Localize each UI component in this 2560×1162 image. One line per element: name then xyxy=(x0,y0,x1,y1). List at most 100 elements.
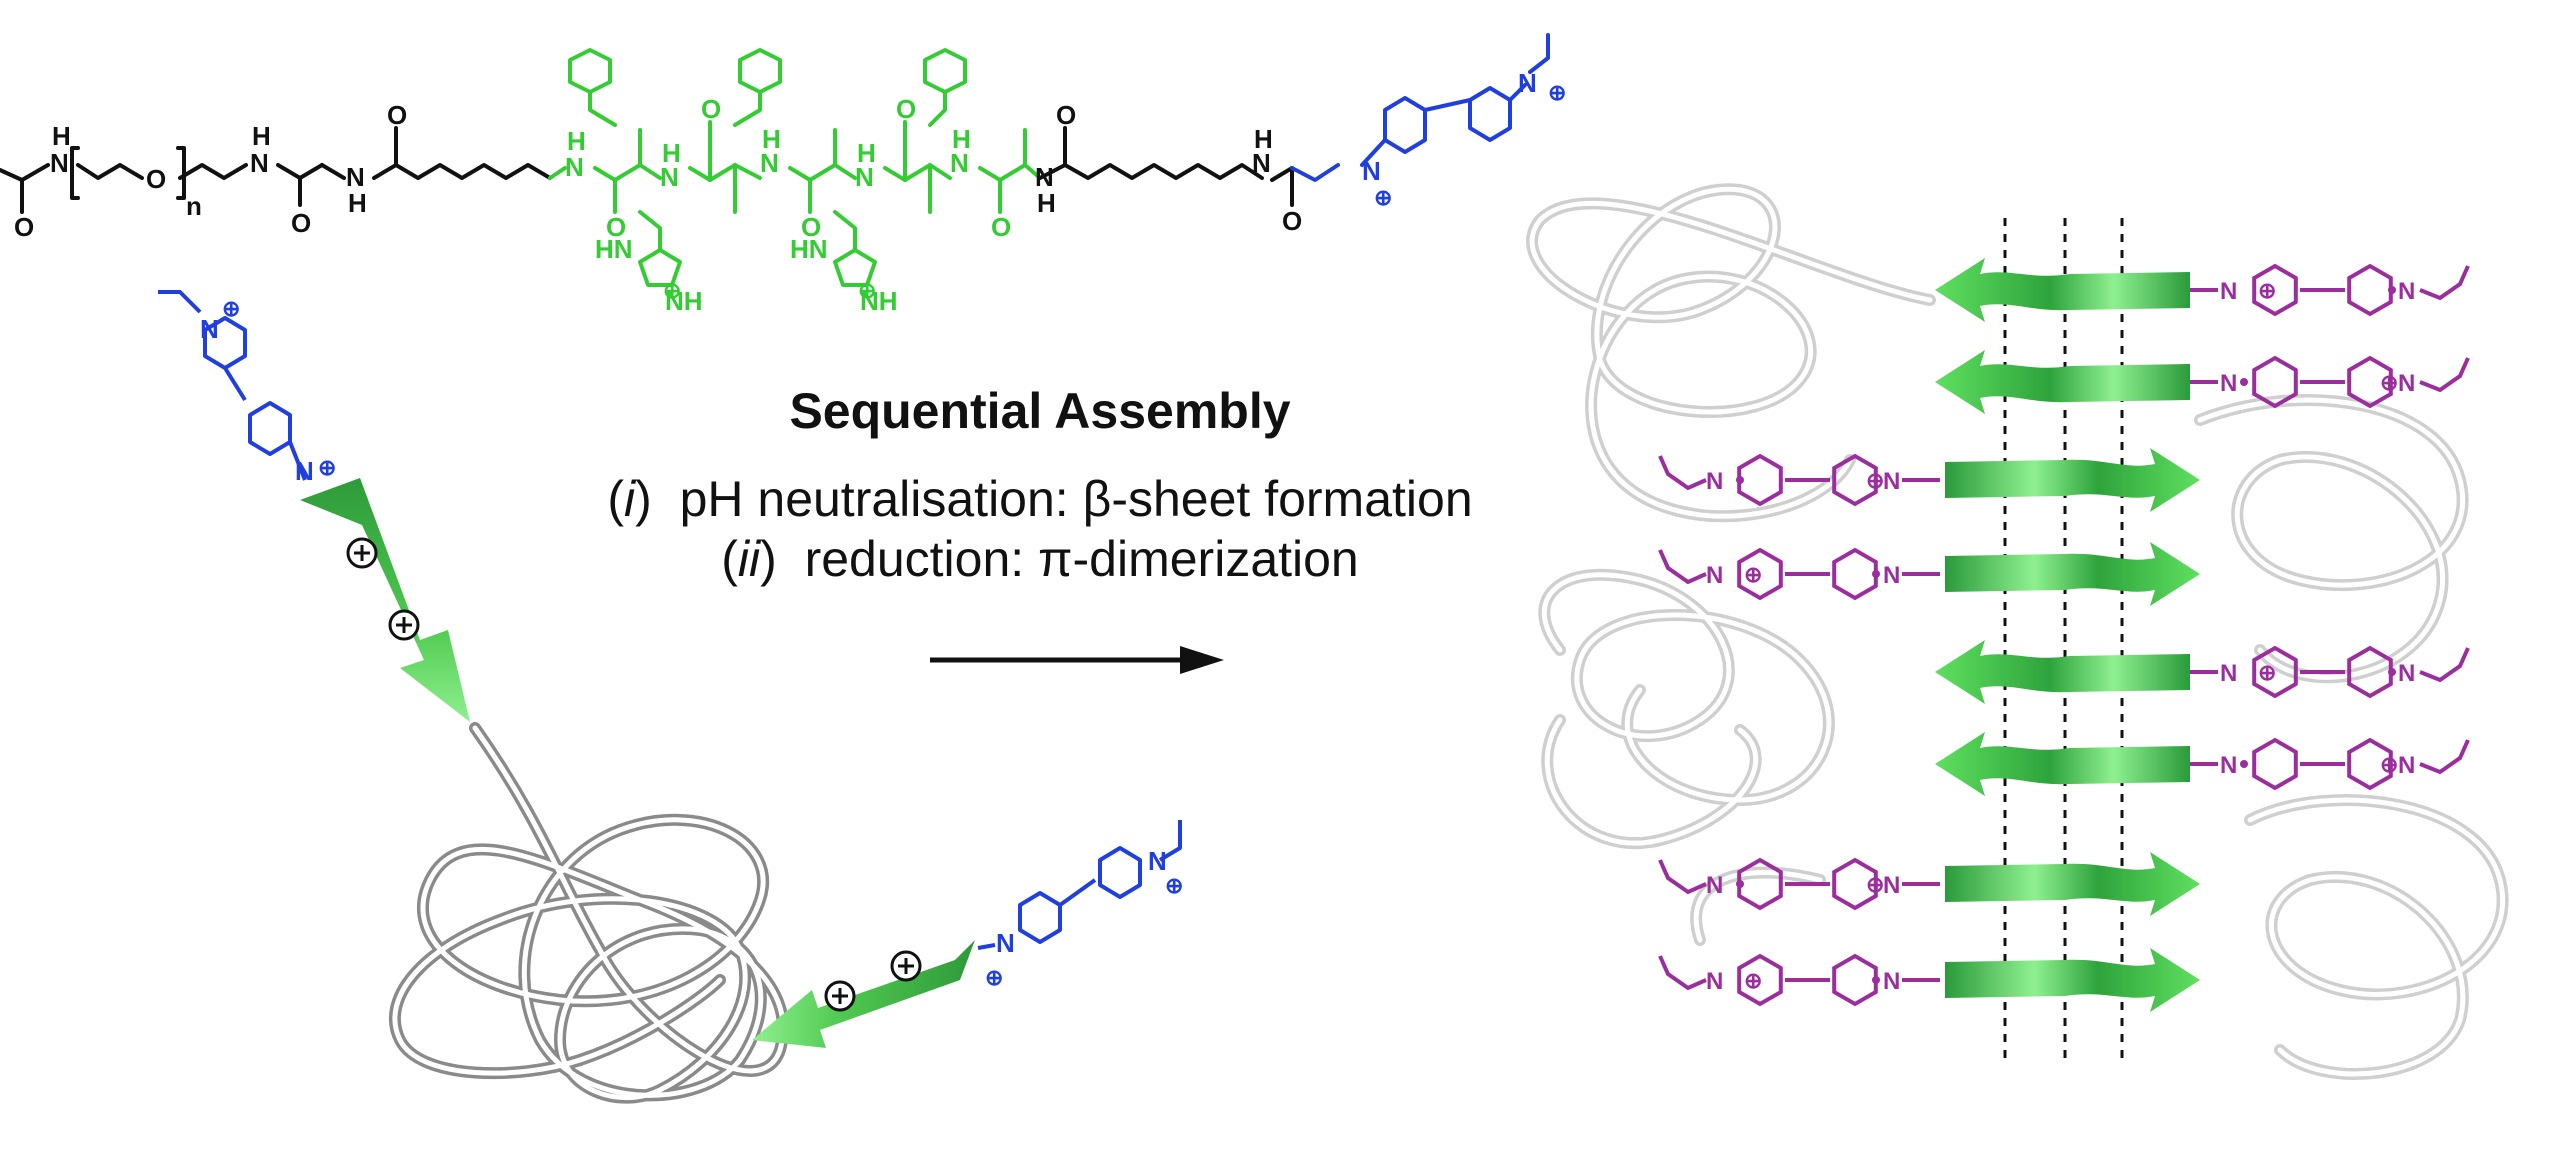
atom-o: O xyxy=(701,94,721,124)
pyridinium-ring xyxy=(2252,355,2298,409)
atom-hn: HN xyxy=(595,234,633,264)
atom-n: N xyxy=(1883,468,1900,495)
polymer-coil-icon xyxy=(389,722,790,1104)
atom-o: O xyxy=(991,212,1011,242)
atom-n: N xyxy=(1883,562,1900,589)
charge-plus-icon: ⊕ xyxy=(2258,278,2276,303)
radical-dot xyxy=(1872,976,1880,984)
atom-h: H xyxy=(348,188,367,218)
pyridinium-ring xyxy=(1832,547,1878,601)
caption-step-2: (ii) reduction: π-dimerization xyxy=(721,531,1359,587)
radical-dot xyxy=(2240,378,2248,386)
atom-n: N xyxy=(1706,872,1723,899)
atom-nh: NH xyxy=(665,286,703,316)
reaction-arrow-icon xyxy=(930,646,1224,674)
beta-sheet-arrow-icon xyxy=(1945,448,2200,512)
atom-n: N xyxy=(1035,162,1054,192)
atom-n: N xyxy=(1706,968,1723,995)
charge-plus-icon: ⊕ xyxy=(1866,872,1884,897)
atom-n: N xyxy=(50,148,69,178)
step-2-number: ii xyxy=(737,531,761,587)
pyridinium-ring xyxy=(1832,953,1878,1007)
charge-plus-icon: ⊕ xyxy=(858,278,876,303)
atom-n: N xyxy=(2220,660,2237,687)
beta-sheet-arrow-icon xyxy=(1945,852,2200,916)
step-1-number: i xyxy=(624,471,636,527)
pyridinium-ring xyxy=(2347,645,2393,699)
atom-n: N xyxy=(1362,156,1381,186)
atom-o: O xyxy=(801,212,821,242)
fibre-axis-lines xyxy=(2003,218,2124,1060)
subscript-n: n xyxy=(186,191,202,221)
sheet-row: N N ⊕ xyxy=(1935,640,2470,704)
atom-o: O xyxy=(14,212,34,242)
charge-plus-icon: ⊕ xyxy=(1165,873,1183,898)
beta-sheet-arrow-icon xyxy=(1935,640,2190,704)
pyridinium-ring xyxy=(2347,263,2393,317)
atom-n: N xyxy=(2398,278,2415,305)
charge-plus-icon: ⊕ xyxy=(2380,752,2398,777)
atom-n: N xyxy=(2220,278,2237,305)
atom-n: N xyxy=(2398,752,2415,779)
atom-hn: HN xyxy=(790,234,828,264)
radical-dot xyxy=(2388,286,2396,294)
peptide-backbone xyxy=(548,48,1042,287)
atom-h: H xyxy=(1254,124,1273,154)
pyridinium-ring xyxy=(1737,857,1783,911)
caption-title: Sequential Assembly xyxy=(789,383,1291,439)
viologen-dimer-unit: N N ⊕ xyxy=(2190,645,2470,699)
charge-plus-icon xyxy=(388,609,420,641)
atom-o: O xyxy=(291,208,311,238)
atom-n: N xyxy=(565,152,584,182)
step-1-text: pH neutralisation: β-sheet formation xyxy=(679,471,1473,527)
atom-n: N xyxy=(660,162,679,192)
charge-plus-icon: ⊕ xyxy=(985,965,1003,990)
pyridinium-ring xyxy=(1832,453,1878,507)
atom-o: O xyxy=(146,164,166,194)
radical-dot xyxy=(2240,760,2248,768)
radical-dot xyxy=(1872,570,1880,578)
atom-nh: NH xyxy=(860,286,898,316)
atom-n: N xyxy=(2398,660,2415,687)
pyridinium-ring xyxy=(2252,645,2298,699)
pyridinium-ring xyxy=(2347,737,2393,791)
alkyl-spacer-chain xyxy=(1038,126,1264,180)
pyridinium-ring xyxy=(1737,953,1783,1007)
atom-n: N xyxy=(2398,370,2415,397)
atom-n: N xyxy=(1706,562,1723,589)
atom-n: N xyxy=(200,314,219,344)
atom-n: N xyxy=(855,162,874,192)
beta-sheet-arrow-icon xyxy=(1935,732,2190,796)
charge-plus-icon: ⊕ xyxy=(2258,660,2276,685)
atom-n: N xyxy=(2220,752,2237,779)
atom-n: N xyxy=(250,148,269,178)
charge-plus-icon: ⊕ xyxy=(1866,468,1884,493)
viologen-top xyxy=(1290,33,1550,182)
atom-n: N xyxy=(2220,370,2237,397)
charge-plus-icon: ⊕ xyxy=(1548,80,1566,105)
atom-o: O xyxy=(387,100,407,130)
viologen-dimer-unit: N N ⊕ xyxy=(2190,263,2470,317)
pyridinium-ring xyxy=(1737,547,1783,601)
radical-dot xyxy=(2388,668,2396,676)
peg-linker-chain xyxy=(0,126,552,214)
beta-sheet-arrow-icon xyxy=(1945,948,2200,1012)
lower-viologen-group xyxy=(977,820,1182,950)
beta-sheet-arrow-icon xyxy=(300,478,470,722)
atom-o: O xyxy=(606,212,626,242)
atom-h: H xyxy=(252,121,271,151)
sheet-row: N N ⊕ xyxy=(1935,258,2470,322)
atom-o: O xyxy=(1056,100,1076,130)
atom-h: H xyxy=(952,124,971,154)
